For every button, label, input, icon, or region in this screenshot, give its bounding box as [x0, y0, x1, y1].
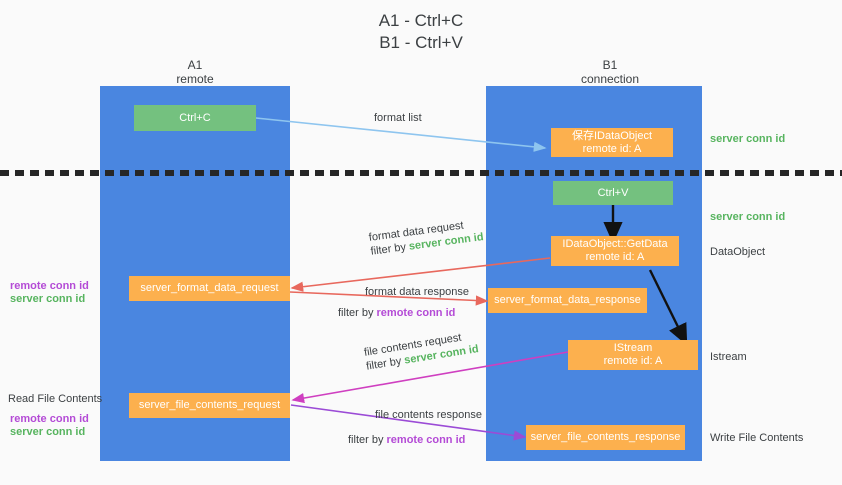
node-save-idataobject-line1: 保存IDataObject — [571, 129, 653, 142]
edge-label-file-contents-response: file contents response — [375, 408, 482, 422]
node-server-file-contents-response-label: server_file_contents_response — [530, 431, 681, 443]
node-ctrl-c-label: Ctrl+C — [179, 111, 211, 124]
column-header-b1: B1 connection — [545, 58, 675, 86]
node-server-format-data-response[interactable]: server_format_data_response — [488, 288, 647, 313]
edge-label-format-list-text: format list — [374, 112, 422, 124]
column-a1-name: A1 — [187, 58, 203, 72]
filter-key-remote-conn-id: remote conn id — [376, 307, 456, 319]
node-istream-line2: remote id: A — [603, 355, 663, 367]
edge-label-format-data-response-text: format data response — [365, 286, 469, 298]
annotation-server-conn-id-top: server conn id — [710, 133, 786, 145]
node-idataobject-getdata[interactable]: IDataObject::GetData remote id: A — [551, 236, 679, 266]
edge-label-format-list: format list — [374, 111, 422, 125]
annotation-dataobject: DataObject — [710, 246, 766, 258]
column-b1-sub: connection — [580, 72, 640, 86]
annotation-remote-conn-id-mid: remote conn id — [10, 280, 89, 292]
edge-label-format-data-response-filter: filter by remote conn id — [338, 306, 455, 320]
node-ctrl-c[interactable]: Ctrl+C — [134, 105, 256, 131]
column-a1-sub: remote — [176, 72, 214, 86]
annotation-server-conn-id-mid: server conn id — [10, 293, 86, 305]
filter-prefix: filter by — [369, 240, 410, 258]
annotation-server-conn-id-bottom: server conn id — [710, 211, 786, 223]
diagram-title: A1 - Ctrl+C B1 - Ctrl+V — [0, 10, 842, 54]
edge-label-format-data-response: format data response — [365, 285, 469, 299]
node-istream[interactable]: IStream remote id: A — [568, 340, 698, 370]
node-server-file-contents-request[interactable]: server_file_contents_request — [129, 393, 290, 418]
node-save-idataobject[interactable]: 保存IDataObject remote id: A — [551, 128, 673, 157]
filter-key-remote-conn-id: remote conn id — [386, 434, 466, 446]
node-ctrl-v-label: Ctrl+V — [597, 186, 629, 199]
node-server-format-data-request-label: server_format_data_request — [140, 282, 279, 294]
node-server-file-contents-request-label: server_file_contents_request — [138, 399, 281, 411]
filter-prefix: filter by — [348, 434, 387, 446]
annotation-remote-conn-id-bottom: remote conn id — [10, 413, 89, 425]
node-getdata-line1: IDataObject::GetData — [562, 238, 668, 250]
title-line-2: B1 - Ctrl+V — [379, 33, 463, 52]
node-server-format-data-request[interactable]: server_format_data_request — [129, 276, 290, 301]
edge-label-file-contents-response-filter: filter by remote conn id — [348, 433, 465, 447]
node-server-format-data-response-label: server_format_data_response — [494, 294, 641, 306]
annotation-read-file-contents: Read File Contents — [8, 393, 103, 405]
node-save-idataobject-line2: remote id: A — [582, 142, 642, 155]
node-istream-line1: IStream — [613, 342, 653, 354]
edge-label-file-contents-request: file contents request filter by server c… — [363, 328, 480, 373]
node-getdata-line2: remote id: A — [585, 251, 645, 263]
annotation-server-conn-id-bottom: server conn id — [10, 426, 86, 438]
edge-label-file-contents-response-text: file contents response — [375, 409, 483, 421]
edge-label-format-data-request: format data request filter by server con… — [368, 216, 484, 259]
phase-divider — [0, 170, 842, 176]
annotation-write-file-contents: Write File Contents — [710, 432, 804, 444]
node-ctrl-v[interactable]: Ctrl+V — [553, 181, 673, 205]
column-header-a1: A1 remote — [130, 58, 260, 86]
title-line-1: A1 - Ctrl+C — [378, 11, 464, 30]
node-server-file-contents-response[interactable]: server_file_contents_response — [526, 425, 685, 450]
column-b1-name: B1 — [602, 58, 618, 72]
annotation-istream: Istream — [710, 351, 747, 363]
filter-prefix: filter by — [338, 307, 377, 319]
